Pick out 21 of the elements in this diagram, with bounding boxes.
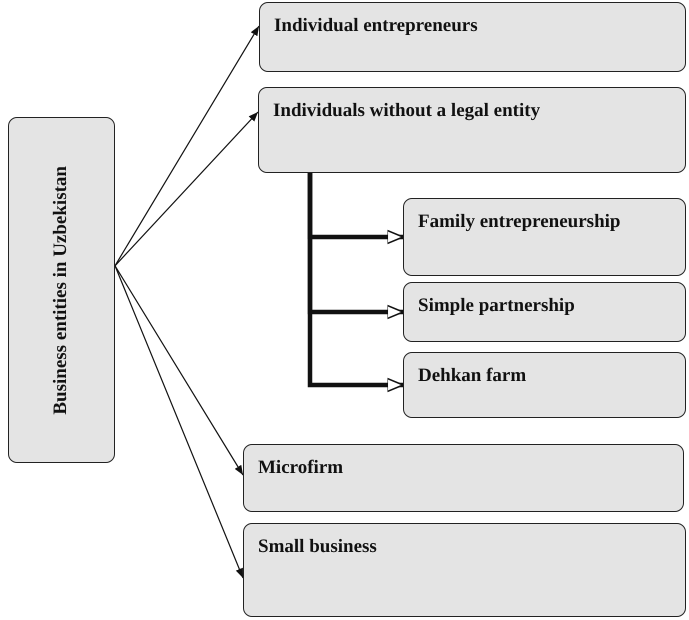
entity-label: Small business [258, 536, 377, 559]
entity-label: Dehkan farm [418, 365, 526, 388]
entity-box [258, 87, 686, 173]
entity-label: Family entrepreneurship [418, 211, 620, 234]
entity-label: Individuals without a legal entity [273, 100, 540, 123]
entity-box [243, 444, 684, 512]
arrow [114, 265, 244, 476]
entity-label: Individual entrepreneurs [274, 15, 478, 38]
entity-label: Microfirm [258, 457, 344, 480]
arrow [114, 112, 258, 266]
entity-box [403, 352, 686, 418]
entity-label: Business entities in Uzbekistan [50, 166, 72, 414]
entity-box [403, 282, 686, 342]
arrow [114, 26, 260, 266]
entity-box [403, 198, 686, 276]
entity-box [243, 523, 686, 617]
arrow [114, 266, 244, 578]
entity-box [259, 2, 686, 72]
entity-label: Simple partnership [418, 295, 575, 318]
arrow [308, 173, 404, 392]
entity-box [8, 117, 115, 463]
